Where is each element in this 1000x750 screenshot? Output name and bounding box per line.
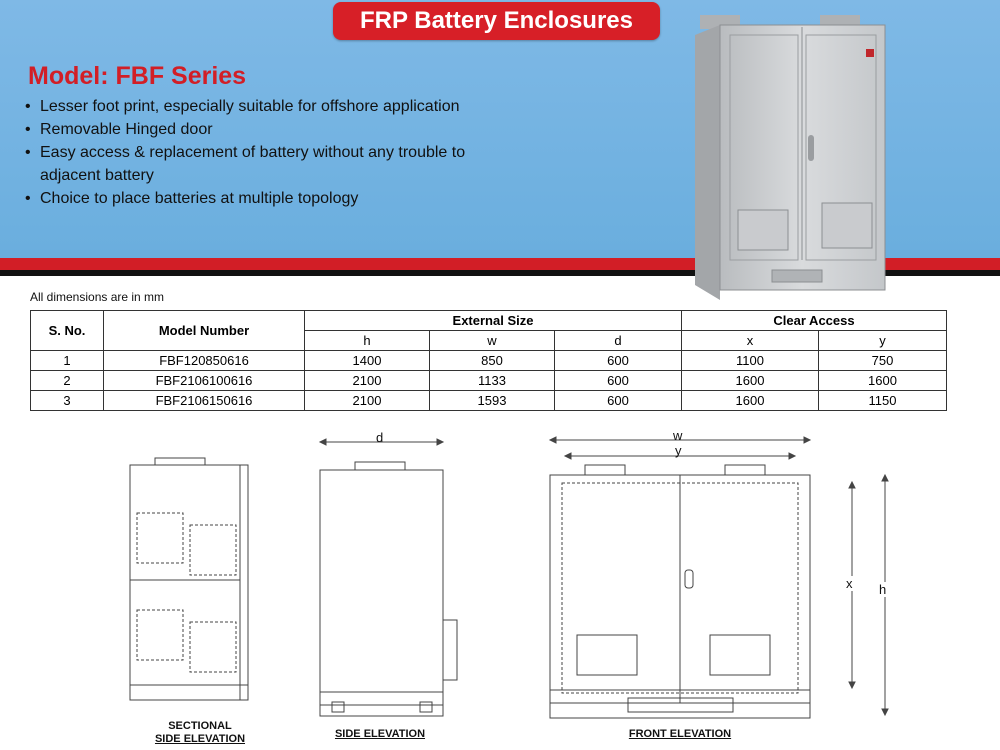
cell-h: 2100 [304,390,430,411]
feature-list: Lesser foot print, especially suitable f… [22,95,582,210]
table-row: 2 FBF2106100616 2100 1133 600 1600 1600 [30,370,947,391]
sectional-side-elevation-drawing [129,457,249,701]
dim-label-h: h [879,582,887,597]
enclosure-photo [695,15,886,300]
cell-model: FBF2106150616 [103,390,305,411]
feature-item: Easy access & replacement of battery wit… [22,141,510,187]
table-row: 1 FBF120850616 1400 850 600 1100 750 [30,350,947,371]
cell-sno: 3 [30,390,104,411]
cell-x: 1100 [681,350,819,371]
dim-label-w: w [673,428,683,443]
table-row: 3 FBF2106150616 2100 1593 600 1600 1150 [30,390,947,411]
subheader-y: y [818,330,947,351]
caption-side-elevation: SIDE ELEVATION [334,728,426,740]
page-title: FRP Battery Enclosures [333,2,660,40]
dimensions-table: S. No. Model Number External Size Clear … [30,310,947,411]
dim-label-x: x [846,576,853,591]
cell-y: 1150 [818,390,947,411]
cell-d: 600 [554,370,682,391]
dim-label-y: y [675,443,682,458]
dim-label-d: d [376,430,384,445]
subheader-w: w [429,330,555,351]
cell-x: 1600 [681,370,819,391]
cell-w: 1133 [429,370,555,391]
front-elevation-drawing [548,436,889,719]
feature-item: Removable Hinged door [22,118,582,141]
cell-w: 850 [429,350,555,371]
header-external-size: External Size [304,310,682,331]
model-heading: Model: FBF Series [28,62,247,90]
header-clear-access: Clear Access [681,310,947,331]
cell-h: 1400 [304,350,430,371]
divider-black [0,270,1000,276]
cell-x: 1600 [681,390,819,411]
cell-model: FBF120850616 [103,350,305,371]
cell-model: FBF2106100616 [103,370,305,391]
cell-sno: 1 [30,350,104,371]
technical-drawings [129,436,889,719]
cell-sno: 2 [30,370,104,391]
cell-y: 750 [818,350,947,371]
cell-h: 2100 [304,370,430,391]
side-elevation-drawing [318,438,458,717]
cell-y: 1600 [818,370,947,391]
cell-w: 1593 [429,390,555,411]
cell-d: 600 [554,350,682,371]
feature-item: Lesser foot print, especially suitable f… [22,95,582,118]
dimension-note: All dimensions are in mm [30,290,165,304]
caption-front-elevation: FRONT ELEVATION [628,728,732,740]
feature-item: Choice to place batteries at multiple to… [22,187,582,210]
header-model-number: Model Number [103,310,305,351]
caption-sectional-side-elevation: SIDE ELEVATION [154,733,246,745]
subheader-x: x [681,330,819,351]
cell-d: 600 [554,390,682,411]
caption-sectional: SECTIONAL [168,720,232,732]
subheader-d: d [554,330,682,351]
header-sno: S. No. [30,310,104,351]
subheader-h: h [304,330,430,351]
